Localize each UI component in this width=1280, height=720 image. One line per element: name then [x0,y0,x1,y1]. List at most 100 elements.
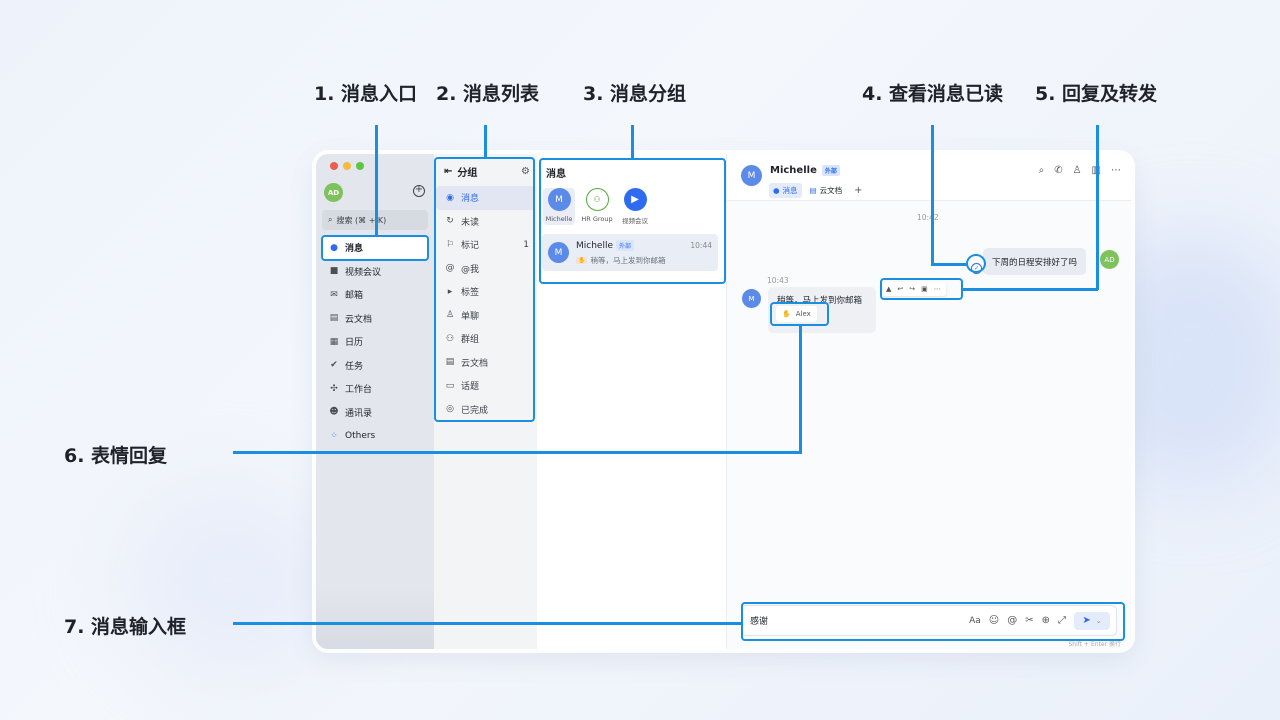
at-icon[interactable]: @ [1007,615,1018,626]
mail-icon: ✉ [330,289,338,300]
group-shortcuts: M Michelle ⚇ HR Group ▶ 视频会议 [543,188,651,225]
chat-list-panel: 消息 M Michelle ⚇ HR Group ▶ 视频会议 M Michel… [537,154,727,649]
connector-line [631,125,634,159]
main-nav: ● 消息 ■ 视频会议 ✉ 邮箱 ▤ 云文档 ▦ 日历 ✔ 任务 [322,236,428,448]
callout-message-groups: 3. 消息分组 [583,83,687,105]
refresh-icon: ↻ [446,216,454,227]
add-circle-icon[interactable]: + [413,184,425,197]
hand-emoji-icon: ✋ [782,310,791,318]
add-member-icon[interactable]: ♙ [1072,165,1082,176]
video-icon: ▶ [623,188,647,211]
list-item[interactable]: M Michelle 外部 10:44 ✋ 稍等，马上发到你邮箱 [542,234,718,271]
avatar[interactable]: M [741,165,762,186]
calendar-icon: ▦ [329,336,339,347]
filter-item-docs[interactable]: ▤ 云文档 [445,357,489,369]
connector-line [931,263,967,266]
nav-item-docs[interactable]: ▤ 云文档 [329,313,373,325]
nav-item-tasks[interactable]: ✔ 任务 [330,360,364,372]
gear-icon[interactable]: ⚙ [521,166,530,177]
highlight-box [880,278,963,300]
app-window: AD + ⌕ 搜索 (⌘ + K) ● 消息 ■ 视频会议 ✉ 邮箱 ▤ 云文档 [316,154,1131,649]
highlight-box [741,602,1125,641]
add-tab-button[interactable]: + [854,185,863,196]
highlight-box [770,302,829,326]
user-icon: ♙ [445,310,455,321]
expand-icon[interactable]: ⤢ [1058,615,1066,626]
message-icon: ● [330,242,338,253]
nav-item-workspace[interactable]: ✣ 工作台 [330,383,373,396]
search-placeholder: 搜索 (⌘ + K) [336,215,387,225]
nav-item-mail[interactable]: ✉ 邮箱 [330,289,364,302]
add-circle-icon[interactable]: ⊕ [1041,615,1050,626]
thumbs-up-icon[interactable]: ▲ [886,285,892,293]
emoji-icon: ✋ [576,257,588,264]
chat-bubble-icon: ◉ [446,192,454,203]
nav-item-video-meeting[interactable]: ■ 视频会议 [329,266,382,278]
more-icon[interactable]: ⋯ [1111,165,1121,176]
emoji-icon[interactable]: ☺ [988,615,1000,626]
callout-message-list: 2. 消息列表 [436,83,540,105]
outgoing-message[interactable]: 下周的日程安排好了吗 [983,248,1087,275]
emoji-reaction[interactable]: ✋ Alex [776,306,817,322]
message-input[interactable] [750,615,930,626]
task-icon: ✔ [330,360,338,371]
flag-icon: ⚐ [445,239,455,250]
filter-item-direct[interactable]: ♙ 单聊 [445,310,480,322]
minimize-window-icon[interactable] [343,162,351,170]
conversation-tabs: ● 消息 ▤ 云文档 + [769,183,867,198]
message-timestamp: 10:43 [767,276,789,285]
message-timestamp: 10:42 [917,213,939,222]
workspace-icon: ✣ [330,383,338,394]
search-icon[interactable]: ⌕ [1038,165,1045,176]
callout-emoji-reaction: 6. 表情回复 [64,445,168,467]
chat-bubble-icon: ● [773,186,780,195]
send-button[interactable]: ➤ ⌄ [1074,611,1110,630]
filter-item-groups[interactable]: ⚇ 群组 [445,333,480,346]
filter-item-unread[interactable]: ↻ 未读 [446,216,480,228]
filter-item-mentions[interactable]: @ @我 [445,263,480,275]
chevron-down-icon[interactable]: ⌄ [1095,616,1102,625]
tab-messages[interactable]: ● 消息 [769,183,802,198]
nav-item-messages[interactable]: ● 消息 [322,236,428,260]
collapse-icon[interactable]: ⇤ [444,166,453,177]
text-format-icon[interactable]: Aa [969,615,981,626]
group-video-meeting[interactable]: ▶ 视频会议 [619,188,651,225]
filter-header: ⇤ 分组 ⚙ [444,166,530,179]
group-hr[interactable]: ⚇ HR Group [581,188,613,225]
filter-item-done[interactable]: ◎ 已完成 [446,404,489,416]
group-icon: ⚇ [445,333,455,344]
filter-item-flagged[interactable]: ⚐ 标记 1 [445,239,529,252]
connector-line [375,125,378,237]
nav-item-others[interactable]: ⁘ Others [330,430,376,441]
message-input-box: Aa ☺ @ ✂ ⊕ ⤢ ➤ ⌄ [741,605,1117,636]
nav-item-calendar[interactable]: ▦ 日历 [329,336,364,349]
avatar: AD [1100,250,1119,269]
user-avatar[interactable]: AD [324,183,343,202]
highlight-box [966,254,986,273]
callout-read-status: 4. 查看消息已读 [862,83,1004,105]
window-controls [330,162,364,170]
close-window-icon[interactable] [330,162,338,170]
filter-item-labels[interactable]: ▸ 标签 [436,280,535,304]
chat-time: 10:44 [690,241,712,250]
others-icon: ⁘ [330,430,338,441]
reply-icon[interactable]: ↩ [897,285,904,293]
more-icon[interactable]: ⋯ [933,285,941,293]
doc-icon: ▤ [809,186,817,195]
chat-preview: ✋ 稍等，马上发到你邮箱 [576,256,666,265]
nav-item-contacts[interactable]: ☻ 通讯录 [329,407,373,419]
group-michelle[interactable]: M Michelle [543,188,575,225]
filter-item-messages[interactable]: ◉ 消息 [436,186,535,210]
tab-docs[interactable]: ▤ 云文档 [809,186,843,195]
video-icon: ■ [329,266,339,277]
chat-list-title: 消息 [546,169,566,180]
input-toolbar: Aa ☺ @ ✂ ⊕ ⤢ ➤ ⌄ [969,611,1110,630]
forward-icon[interactable]: ↪ [909,285,916,293]
quote-icon[interactable]: ▣ [921,285,928,293]
filter-item-topics[interactable]: ▭ 话题 [445,380,480,393]
maximize-window-icon[interactable] [356,162,364,170]
scissors-icon[interactable]: ✂ [1025,615,1034,626]
check-circle-icon: ◎ [446,404,454,415]
phone-icon[interactable]: ✆ [1054,165,1063,176]
send-icon: ➤ [1082,615,1091,626]
